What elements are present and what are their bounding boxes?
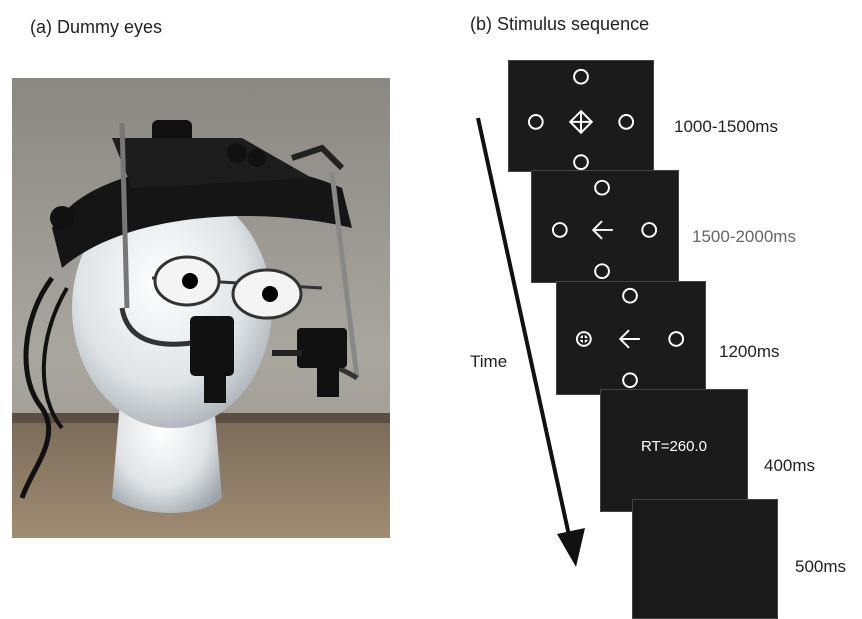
duration-label: 1000-1500ms [674,117,778,136]
stimulus-frame-cue [531,170,679,283]
stimulus-frame-fixation [508,60,654,172]
rt-feedback-text: RT=260.0 [640,438,708,455]
duration-label: 1200ms [719,342,780,361]
stimulus-frame-target [556,281,706,395]
duration-label: 500ms [795,557,847,576]
dummy-eyes-photo [12,78,390,538]
panel-b-title: (b) Stimulus sequence [470,14,650,34]
panel-a-title: (a) Dummy eyes [30,17,163,37]
stimulus-frame-blank [632,499,778,619]
duration-label: 400ms [764,456,816,475]
duration-label: 1500-2000ms [692,227,796,246]
stimulus-frame-feedback: RT=260.0 [600,389,748,512]
time-label: Time [470,352,508,371]
